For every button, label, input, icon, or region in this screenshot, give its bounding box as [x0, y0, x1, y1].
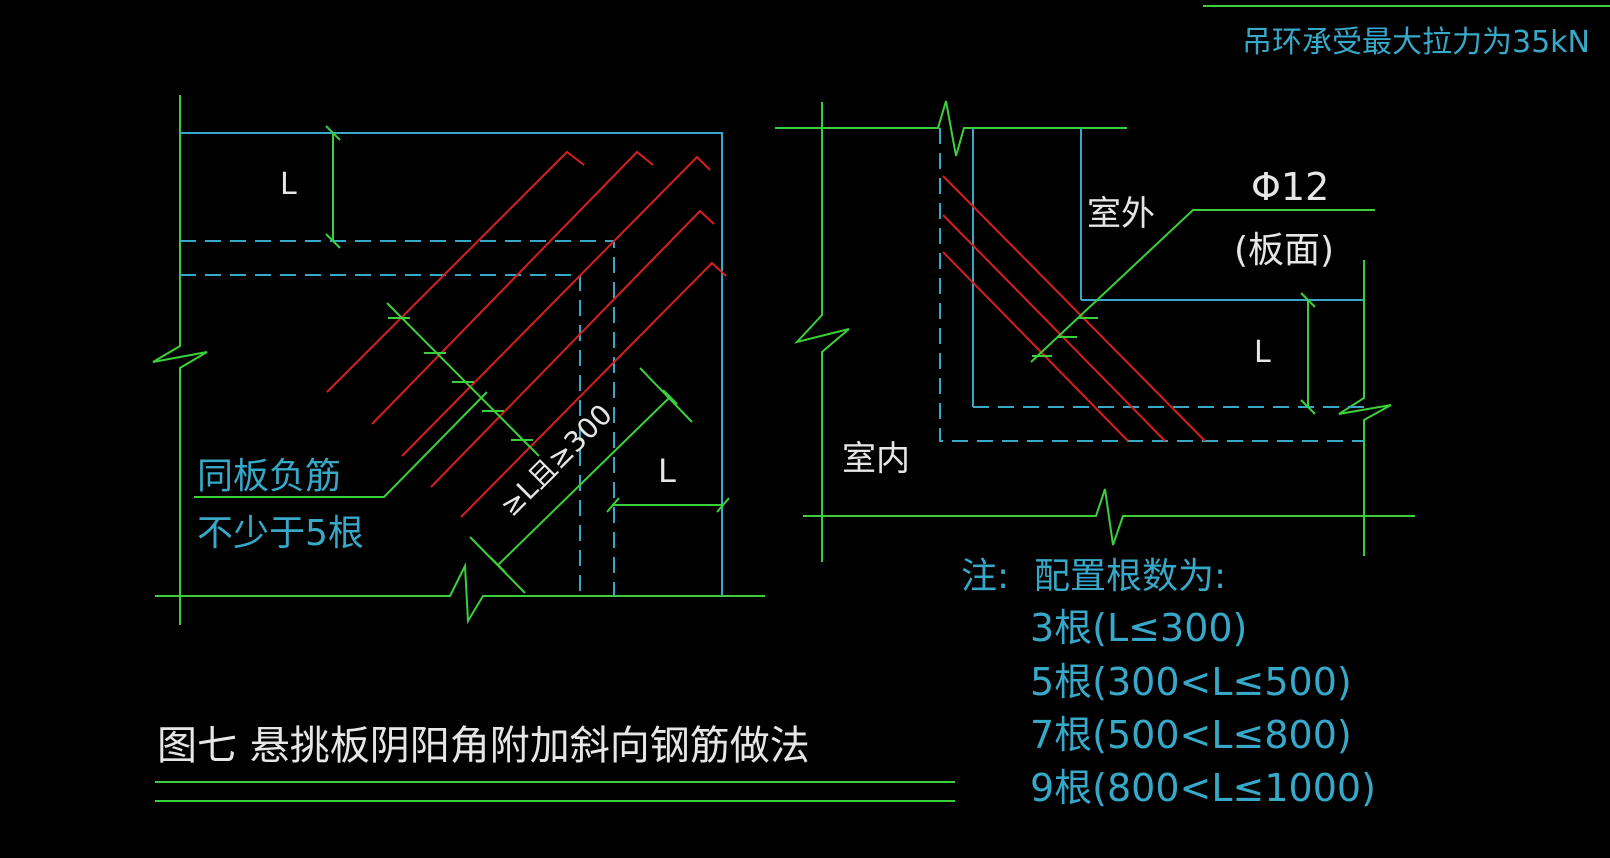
- left-label-leader: [194, 391, 488, 498]
- right-right-break-line: [1338, 260, 1392, 556]
- left-break-line: [152, 95, 208, 625]
- left-detail: L L ≥L且≥300 同板负筋: [152, 95, 765, 625]
- left-dim-tick: [325, 233, 341, 249]
- right-dim-tick: [1300, 292, 1316, 308]
- left-bar-label-1: 同板负筋: [197, 456, 341, 497]
- left-rebar: [371, 150, 654, 425]
- right-dashed-line: [939, 128, 1364, 442]
- left-dim-label-top: L: [280, 167, 297, 202]
- left-diag-dim-label: ≥L且≥300: [494, 398, 619, 523]
- left-rebar: [460, 261, 727, 518]
- left-rebar: [430, 209, 715, 488]
- notes-rule: 5根(300<L≤500): [1030, 660, 1352, 704]
- left-dim-tick: [606, 497, 620, 513]
- right-top-break-line: [775, 100, 1127, 157]
- right-bar-leader: [1030, 209, 1375, 363]
- left-diag-dim-line: [497, 396, 671, 566]
- figure-title: 图七 悬挑板阴阳角附加斜向钢筋做法: [157, 723, 810, 769]
- notes-rule: 9根(800<L≤1000): [1030, 766, 1376, 810]
- right-rebar-ticks: [1032, 317, 1098, 357]
- left-rebar: [326, 150, 585, 393]
- right-bar-position: (板面): [1234, 230, 1334, 271]
- left-dim-tick: [716, 497, 730, 513]
- left-dim-tick: [325, 125, 341, 141]
- right-rebar: [942, 175, 1206, 442]
- notes-block: 注: 配置根数为: 3根(L≤300) 5根(300<L≤500) 7根(500…: [961, 556, 1376, 810]
- right-left-break-line: [793, 102, 850, 562]
- right-rebar: [942, 251, 1129, 442]
- top-note: 吊环承受最大拉力为35kN: [1242, 25, 1590, 60]
- notes-rule: 3根(L≤300): [1030, 606, 1247, 650]
- right-detail: L Φ12 (板面) 室外 室内: [775, 100, 1415, 562]
- left-rebar-group: [326, 150, 727, 518]
- left-rebar-ticks: [388, 317, 533, 441]
- right-outside-label: 室外: [1087, 194, 1155, 234]
- right-inside-label: 室内: [842, 439, 910, 479]
- right-dim-tick: [1300, 399, 1316, 415]
- right-bar-spec: Φ12: [1251, 165, 1329, 209]
- left-slab-outline: [180, 132, 723, 596]
- left-bar-label-2: 不少于5根: [197, 513, 364, 554]
- left-diag-dim-tick: [490, 557, 506, 573]
- left-dim-label-right: L: [658, 452, 676, 490]
- left-tick-line: [386, 302, 540, 457]
- right-rebar-group: [942, 175, 1206, 442]
- left-diag-dim-ext: [639, 367, 693, 423]
- right-bottom-break-line: [803, 488, 1415, 546]
- right-dim-label: L: [1254, 335, 1271, 370]
- left-diag-dim-tick: [662, 389, 678, 405]
- notes-prefix: 注:: [961, 556, 1009, 597]
- notes-rule: 7根(500<L≤800): [1030, 713, 1352, 757]
- right-rebar: [942, 214, 1166, 442]
- notes-heading: 配置根数为:: [1034, 556, 1226, 597]
- left-rebar: [401, 155, 711, 457]
- left-bottom-break-line: [155, 562, 765, 625]
